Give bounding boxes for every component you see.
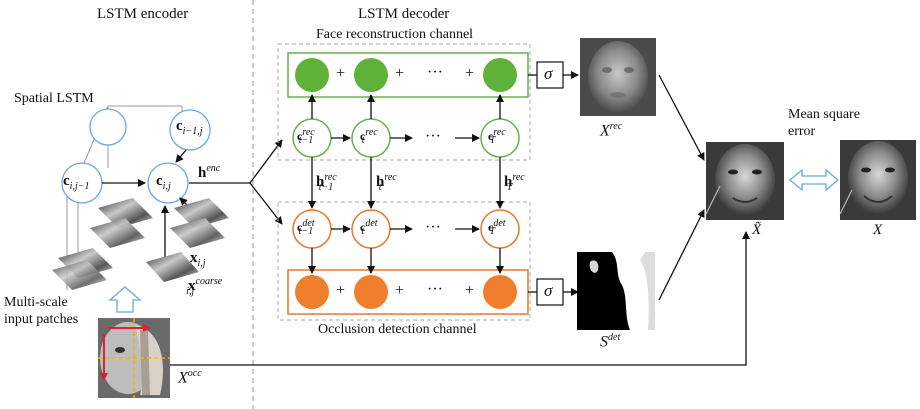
input-patch-stack [52,198,229,290]
input-patch-4 [170,218,225,248]
multi-scale-label-1: Multi-scale [4,295,68,310]
h-enc-label: henc [198,163,221,181]
det-cell-T [480,209,520,249]
c-current-label: ci,j [156,173,171,192]
h-rec-t-minus-1-label: hrect−1 [316,172,337,193]
x-rec-label: Xrec [600,121,623,140]
x-ij-label: xi,j [190,250,206,269]
spatial-lstm-cell-current [147,162,189,204]
h-enc-to-rec-arrow [249,139,283,184]
occ-to-output-arrow [170,231,750,366]
c-det-T-label: cdetT [488,218,506,238]
xrec-to-output-arrow [658,74,705,161]
output-face-image [705,142,784,220]
rec-output-node-T [483,58,517,92]
rec-plus-1: + [336,65,346,82]
x-hat-label: X̃ [752,222,762,238]
encoder-title: LSTM encoder [97,6,189,22]
det-down-arrows [308,248,504,274]
rec-up-arrows [308,94,504,119]
c-det-t-minus-1-label: cdett−1 [297,218,315,238]
det-cell-t [351,209,391,249]
above-to-current-arrow [175,149,187,163]
c-rec-t-label: crect [360,127,378,147]
det-cell-dots: ··· [425,219,441,236]
h-rec-T-label: hrecT [504,172,525,193]
x-label: X [873,222,883,238]
det-plus-2: + [395,282,405,299]
h-enc-to-det-arrow [249,182,283,225]
rec-cell-dots: ··· [425,128,441,145]
sigma-rec-symbol: σ [544,64,553,83]
ground-truth-face-image [839,140,916,220]
mse-label-2: error [788,124,816,139]
mse-label-1: Mean square [788,107,860,122]
det-output-node-1 [295,275,329,309]
rec-output-node-1 [295,58,329,92]
occlusion-channel-label: Occlusion detection channel [318,322,477,337]
rec-dots: ··· [427,64,443,81]
spatial-lstm-label: Spatial LSTM [14,91,94,106]
det-plus-3: + [465,282,475,299]
input-patch-1 [98,198,153,228]
sigma-det-symbol: σ [544,281,553,300]
s-det-label: Sdet [600,332,621,351]
h-rec-t-label: hrect [376,172,397,193]
c-above-label: ci−1,j [176,118,203,137]
det-output-node-2 [354,275,388,309]
rec-output-node-2 [354,58,388,92]
input-patch-7 [146,252,199,282]
det-plus-1: + [336,282,346,299]
input-patch-2 [90,218,145,248]
spatial-lstm-cell-empty [89,108,127,146]
rec-cell-T [480,118,520,158]
rec-plus-3: + [465,65,475,82]
rec-to-det-arrows [308,157,504,209]
sdet-to-output-arrow [658,209,705,301]
x-coarse-label: xcoarsei,j [186,276,223,297]
c-det-t-label: cdett [360,218,378,238]
sigma-det-box [536,278,564,306]
face-reconstruction-channel-box [277,43,531,161]
occlusion-mask-image [577,252,655,330]
c-rec-T-label: crecT [488,127,506,147]
face-channel-label: Face reconstruction channel [316,27,474,42]
reconstructed-face-image [580,38,656,116]
det-dots: ··· [427,281,443,298]
spatial-lstm-cell-above [169,109,211,151]
multi-scale-label-2: input patches [4,312,79,327]
det-output-node-T [483,275,517,309]
occlusion-detection-channel-box [277,201,531,321]
rec-plus-2: + [395,65,405,82]
mse-double-arrow [788,168,840,192]
rec-cell-t [351,118,391,158]
input-patch-6 [52,260,107,290]
c-left-label: ci,j−1 [63,173,90,192]
hollow-up-arrow [108,286,142,313]
x-occ-label: Xocc [178,368,202,387]
decoder-title: LSTM decoder [358,6,450,22]
c-rec-t-minus-1-label: crect−1 [297,127,315,147]
occluded-face-image [98,318,170,398]
input-patch-3 [174,198,229,228]
